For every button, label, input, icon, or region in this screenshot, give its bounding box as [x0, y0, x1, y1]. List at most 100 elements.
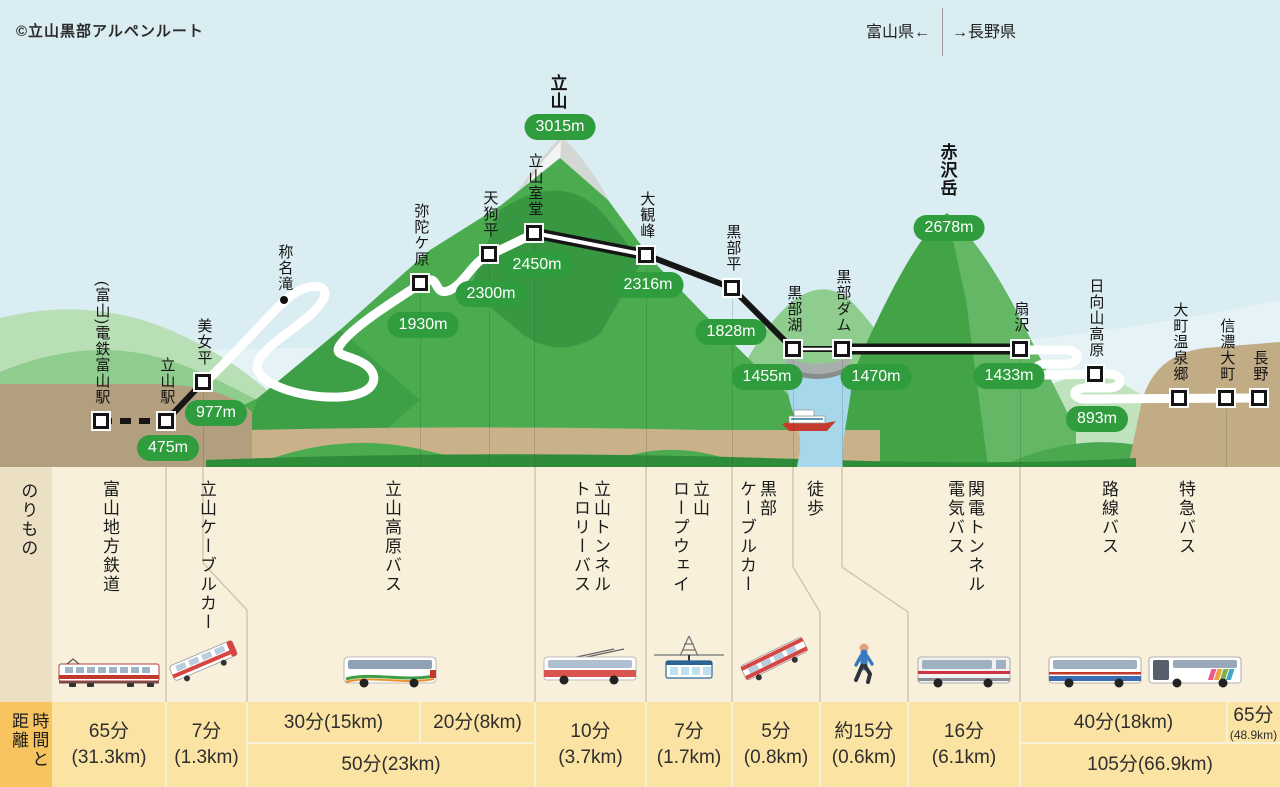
time-cell-line: 65分 — [88, 720, 130, 742]
station-guide-line — [1020, 360, 1021, 467]
time-row-header-bg — [0, 702, 52, 787]
vehicles-row-header-bg — [0, 467, 52, 703]
ropeway-icon — [644, 634, 734, 686]
time-cell-line: 65分 — [1233, 705, 1274, 727]
time-cell-line: (0.6km) — [831, 746, 897, 768]
elevation-badge: 1455m — [731, 364, 803, 390]
time-cell-line: (3.7km) — [558, 746, 623, 768]
elevation-badge: 2450m — [501, 252, 573, 278]
time-distance-cell: 7分 (1.7km) — [646, 702, 732, 787]
station-label: 天狗平 — [481, 190, 499, 238]
vehicle-column-label: 特急バス — [1176, 480, 1196, 556]
vehicle-column-label: 立山トンネル トロリーバス — [571, 480, 611, 594]
vehicle-column-label: 富山地方鉄道 — [100, 480, 120, 594]
snow-cap — [502, 136, 614, 212]
hill-front-right — [1000, 442, 1280, 467]
station-marker — [158, 413, 174, 429]
time-distance-cell: 16分(6.1km) — [908, 702, 1020, 787]
station-label: 日向山高原 — [1087, 278, 1105, 358]
vehicles-row-header: のりもの — [18, 482, 38, 558]
waterfall-dot — [280, 296, 288, 304]
station-marker — [1171, 390, 1187, 406]
station-marker — [195, 374, 211, 390]
vehicle-column-label: 路線バス — [1099, 480, 1119, 556]
station-guide-line — [489, 265, 490, 467]
waterfall-label: 称名滝 — [276, 244, 294, 292]
station-guide-line — [534, 244, 535, 467]
station-marker — [1087, 366, 1103, 382]
station-guide-line — [420, 294, 421, 467]
time-cell-line: 7分 — [674, 720, 704, 742]
elevation-badge: 1433m — [973, 363, 1045, 389]
time-distance-cell: 約15分 (0.6km) — [820, 702, 908, 787]
station-label: 黒部平 — [724, 224, 742, 272]
vehicle-column-label: 徒歩 — [804, 480, 824, 518]
station-marker — [1218, 390, 1234, 406]
vehicle-column-label: 立山高原バス — [382, 480, 402, 594]
elevation-badge: 977m — [184, 400, 248, 426]
peak-elevation-badge: 2678m — [913, 215, 985, 241]
tateyama-cablecar-icon — [162, 632, 248, 684]
elevation-badge: 1930m — [387, 312, 459, 338]
time-distance-cell: 5分(0.8km) — [732, 702, 820, 787]
station-marker — [1012, 341, 1028, 357]
station-label: 立山駅 — [158, 357, 176, 405]
prefecture-divider — [942, 8, 943, 56]
station-guide-line — [842, 360, 843, 467]
prefecture-toyama-label: 富山県← — [865, 24, 930, 41]
time-cell-line: 7分 — [191, 720, 222, 742]
station-label: 立山室堂 — [526, 153, 544, 217]
green-bump-1 — [250, 442, 562, 467]
trolleybus-icon — [542, 646, 638, 686]
time-row-header: 時間と 距離 — [9, 712, 49, 769]
peak-elevation-badge: 3015m — [524, 114, 596, 140]
time-cell-line: (31.3km) — [71, 746, 147, 768]
time-distance-cell: 30分(15km) — [283, 711, 384, 733]
vehicle-column-label: 関電トンネル 電気バス — [945, 480, 985, 594]
station-label: 大町温泉郷 — [1171, 302, 1189, 382]
elevation-badge: 475m — [136, 435, 200, 461]
time-cell-line: (1.3km) — [174, 746, 239, 768]
station-label: 弥陀ケ原 — [412, 203, 430, 267]
station-label: 黒部ダム — [834, 269, 852, 333]
station-guide-line — [203, 393, 204, 467]
time-distance-cell: 20分(8km) — [433, 711, 522, 733]
station-marker — [412, 275, 428, 291]
mountain-akasawa — [798, 213, 1076, 467]
electric-bus-icon — [916, 652, 1012, 688]
time-cell-line: 16分 — [943, 720, 985, 742]
time-distance-cell: 50分(23km) — [341, 754, 441, 776]
green-strip — [206, 454, 1136, 467]
station-label: 長野 — [1251, 350, 1269, 382]
elevation-badge: 2300m — [455, 281, 527, 307]
time-cell-line: (0.8km) — [743, 746, 809, 768]
station-marker — [638, 247, 654, 263]
walk-icon — [849, 642, 879, 688]
elevation-badge: 1828m — [695, 319, 767, 345]
station-marker — [785, 341, 801, 357]
highland-bus-icon — [342, 652, 438, 688]
station-marker — [526, 225, 542, 241]
station-guide-line — [793, 360, 794, 467]
station-marker — [834, 341, 850, 357]
station-marker — [93, 413, 109, 429]
vehicle-column-label: 立山ケーブルカー — [197, 480, 217, 632]
time-cell-line: (1.7km) — [656, 746, 722, 768]
kurobe-cablecar-icon — [733, 630, 819, 684]
station-marker — [724, 280, 740, 296]
mountain-tateyama-shade2 — [240, 330, 420, 452]
elevation-badge: 893m — [1065, 406, 1129, 432]
station-label: (富山)電鉄富山駅 — [93, 281, 111, 405]
time-row-bg — [0, 702, 1280, 787]
station-guide-line — [1226, 409, 1227, 467]
station-marker — [1251, 390, 1267, 406]
time-cell-line: 約15分 — [834, 720, 894, 742]
time-cell-line: 10分 — [570, 720, 611, 742]
train-icon — [57, 656, 161, 690]
vehicle-column-label: 立山 ロープウェイ — [670, 480, 710, 594]
mountain-akasawa-light — [947, 213, 1076, 467]
time-distance-cell: 65分(48.9km) — [1227, 702, 1280, 743]
ground-center — [172, 427, 880, 467]
sightseeing-boat — [782, 409, 836, 431]
